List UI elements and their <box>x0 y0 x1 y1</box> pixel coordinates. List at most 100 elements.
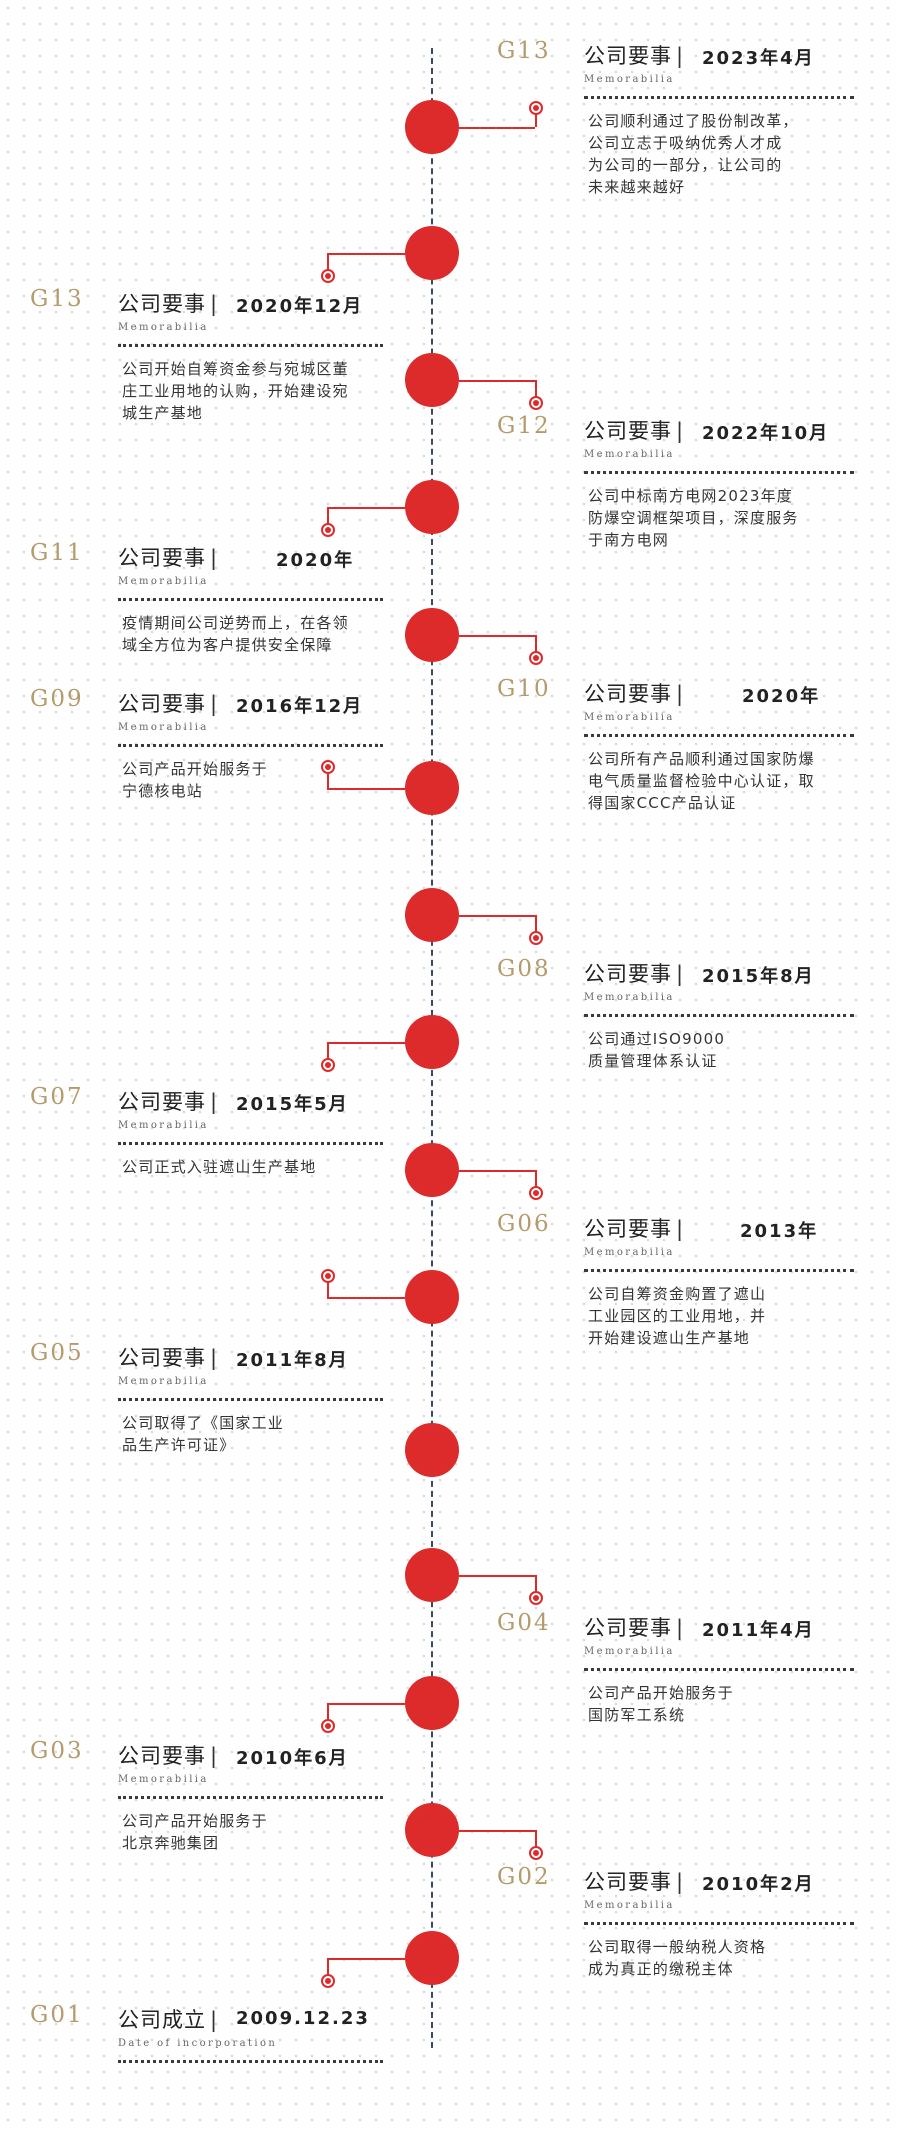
milestone-pin <box>321 269 335 283</box>
timeline-node <box>405 1931 459 1985</box>
milestone-date: 2020年 <box>276 550 355 571</box>
milestone-code: G05 <box>30 1340 84 1366</box>
node-connector <box>535 915 537 937</box>
description-line: 宁德核电站 <box>122 782 204 800</box>
title-separator: | <box>210 546 219 570</box>
milestone-code: G01 <box>30 2002 84 2028</box>
milestone-pin <box>321 1719 335 1733</box>
title-separator: | <box>210 2008 219 2032</box>
dotted-divider <box>118 744 383 747</box>
title-separator: | <box>676 419 685 443</box>
node-connector <box>327 1703 405 1705</box>
description-line: 北京奔驰集团 <box>122 1834 220 1852</box>
milestone-title: 公司要事| <box>584 958 684 988</box>
timeline-node <box>405 226 459 280</box>
timeline-node <box>405 1270 459 1324</box>
milestone-description: 公司正式入驻遮山生产基地 <box>122 1156 392 1178</box>
milestone-title: 公司要事| <box>584 1866 684 1896</box>
dotted-divider <box>584 1269 854 1272</box>
description-line: 公司通过ISO9000 <box>588 1030 726 1048</box>
milestone-date: 2013年 <box>740 1221 819 1242</box>
milestone-title-text: 公司要事 <box>584 682 672 706</box>
node-connector <box>459 1170 535 1172</box>
milestone-date: 2022年10月 <box>702 423 830 444</box>
milestone-title: 公司要事| <box>118 1342 218 1372</box>
milestone-description: 公司开始自筹资金参与宛城区董庄工业用地的认购，开始建设宛城生产基地 <box>122 358 392 424</box>
milestone-pin <box>529 651 543 665</box>
node-connector <box>459 1830 535 1832</box>
milestone-date: 2010年6月 <box>236 1748 349 1769</box>
milestone-title-text: 公司要事 <box>118 1744 206 1768</box>
description-line: 国防军工系统 <box>588 1706 686 1724</box>
node-connector <box>459 1575 535 1577</box>
milestone-date: 2010年2月 <box>702 1874 815 1895</box>
description-line: 电气质量监督检验中心认证，取 <box>588 772 815 790</box>
description-line: 域全方位为客户提供安全保障 <box>122 636 333 654</box>
milestone-title-text: 公司要事 <box>118 1346 206 1370</box>
milestone-title: 公司要事| <box>584 678 684 708</box>
dotted-divider <box>118 2060 383 2063</box>
title-separator: | <box>676 682 685 706</box>
milestone-title-text: 公司要事 <box>584 962 672 986</box>
milestone-subtitle: Memorabilia <box>118 1120 209 1131</box>
milestone-subtitle: Memorabilia <box>118 322 209 333</box>
milestone-subtitle: Memorabilia <box>584 1646 675 1657</box>
description-line: 公司取得一般纳税人资格 <box>588 1938 767 1956</box>
milestone-title: 公司要事| <box>118 1086 218 1116</box>
dotted-divider <box>584 96 854 99</box>
description-line: 公司立志于吸纳优秀人才成 <box>588 134 783 152</box>
description-line: 公司所有产品顺利通过国家防爆 <box>588 750 815 768</box>
node-connector <box>535 380 537 402</box>
timeline-node <box>405 100 459 154</box>
title-separator: | <box>210 692 219 716</box>
node-connector <box>459 380 535 382</box>
node-connector <box>535 1170 537 1192</box>
title-separator: | <box>676 44 685 68</box>
milestone-code: G12 <box>497 413 551 439</box>
milestone-title-text: 公司要事 <box>118 692 206 716</box>
milestone-code: G09 <box>30 686 84 712</box>
milestone-subtitle: Memorabilia <box>584 449 675 460</box>
title-separator: | <box>210 1744 219 1768</box>
node-connector <box>459 127 535 129</box>
description-line: 城生产基地 <box>122 404 204 422</box>
milestone-code: G02 <box>497 1864 551 1890</box>
milestone-description: 公司取得一般纳税人资格成为真正的缴税主体 <box>588 1936 858 1980</box>
milestone-code: G04 <box>497 1610 551 1636</box>
description-line: 疫情期间公司逆势而上，在各领 <box>122 614 349 632</box>
node-connector <box>459 915 535 917</box>
timeline-node <box>405 608 459 662</box>
description-line: 公司产品开始服务于 <box>122 760 268 778</box>
description-line: 品生产许可证》 <box>122 1436 236 1454</box>
milestone-date: 2009.12.23 <box>236 2008 370 2029</box>
milestone-pin <box>321 760 335 774</box>
milestone-description: 公司产品开始服务于北京奔驰集团 <box>122 1810 392 1854</box>
node-connector <box>327 1042 405 1044</box>
node-connector <box>327 507 405 509</box>
timeline-node <box>405 1143 459 1197</box>
description-line: 公司开始自筹资金参与宛城区董 <box>122 360 349 378</box>
milestone-title: 公司成立| <box>118 2004 218 2034</box>
timeline-node <box>405 353 459 407</box>
milestone-title: 公司要事| <box>118 1740 218 1770</box>
milestone-description: 公司顺利通过了股份制改革，公司立志于吸纳优秀人才成为公司的一部分，让公司的未来越… <box>588 110 858 198</box>
milestone-pin <box>529 1591 543 1605</box>
milestone-pin <box>321 1974 335 1988</box>
milestone-date: 2020年12月 <box>236 296 364 317</box>
dotted-divider <box>584 1922 854 1925</box>
description-line: 成为真正的缴税主体 <box>588 1960 734 1978</box>
description-line: 公司正式入驻遮山生产基地 <box>122 1158 317 1176</box>
milestone-title: 公司要事| <box>584 40 684 70</box>
description-line: 公司顺利通过了股份制改革， <box>588 112 799 130</box>
milestone-pin <box>321 1058 335 1072</box>
description-line: 公司自筹资金购置了遮山 <box>588 1285 767 1303</box>
milestone-subtitle: Memorabilia <box>584 712 675 723</box>
milestone-title: 公司要事| <box>118 688 218 718</box>
node-connector <box>327 253 329 275</box>
milestone-description: 公司中标南方电网2023年度防爆空调框架项目，深度服务于南方电网 <box>588 485 858 551</box>
dotted-divider <box>584 471 854 474</box>
milestone-subtitle: Memorabilia <box>584 1247 675 1258</box>
milestone-date: 2015年5月 <box>236 1094 349 1115</box>
node-connector <box>327 1275 329 1297</box>
milestone-subtitle: Memorabilia <box>584 1900 675 1911</box>
